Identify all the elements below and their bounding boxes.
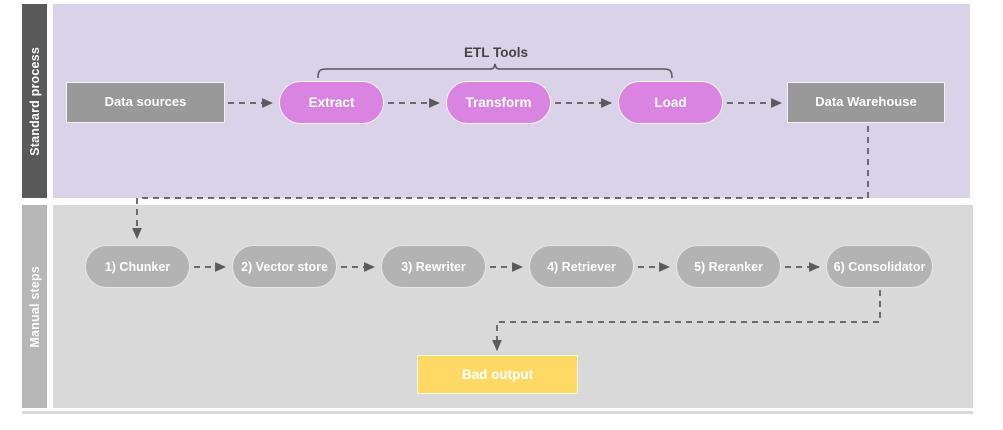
node-bad-output[interactable]: Bad output: [417, 355, 578, 394]
node-data-warehouse-label: Data Warehouse: [815, 94, 917, 110]
node-data-warehouse[interactable]: Data Warehouse: [787, 82, 945, 123]
node-load[interactable]: Load: [618, 81, 723, 124]
lane-label-manual-steps: Manual steps: [27, 265, 42, 348]
node-step-vector-store-label: 2) Vector store: [241, 259, 328, 274]
node-step-chunker[interactable]: 1) Chunker: [85, 245, 190, 288]
lane-label-standard-process: Standard process: [27, 46, 42, 156]
node-extract[interactable]: Extract: [279, 81, 384, 124]
node-transform-label: Transform: [465, 94, 532, 110]
bottom-divider: [22, 411, 973, 414]
node-step-rewriter-label: 3) Rewriter: [401, 259, 466, 274]
node-step-consolidator-label: 6) Consolidator: [833, 259, 926, 274]
node-step-reranker-label: 5) Reranker: [694, 259, 763, 274]
node-data-sources[interactable]: Data sources: [66, 82, 225, 123]
node-transform[interactable]: Transform: [446, 81, 551, 124]
node-step-consolidator[interactable]: 6) Consolidator: [826, 245, 933, 288]
node-extract-label: Extract: [308, 94, 355, 110]
lane-rail-manual-steps: Manual steps: [22, 205, 47, 408]
node-data-sources-label: Data sources: [104, 94, 187, 110]
etl-tools-label: ETL Tools: [464, 45, 528, 60]
node-step-vector-store[interactable]: 2) Vector store: [232, 245, 337, 288]
node-step-rewriter[interactable]: 3) Rewriter: [381, 245, 486, 288]
node-step-retriever-label: 4) Retriever: [547, 259, 616, 274]
lane-rail-standard-process: Standard process: [22, 4, 47, 198]
node-step-retriever[interactable]: 4) Retriever: [529, 245, 634, 288]
node-step-reranker[interactable]: 5) Reranker: [676, 245, 781, 288]
node-load-label: Load: [654, 94, 687, 110]
node-step-chunker-label: 1) Chunker: [104, 259, 171, 274]
node-bad-output-label: Bad output: [461, 366, 534, 382]
